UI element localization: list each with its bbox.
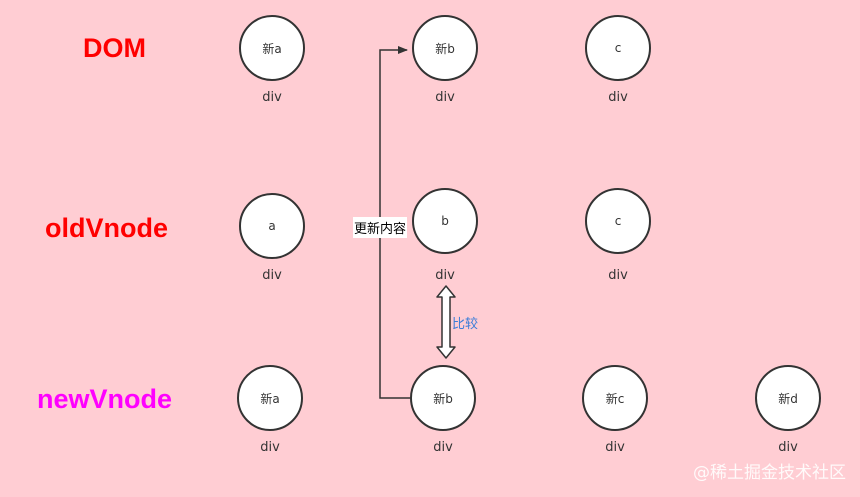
compare-label: 比较 <box>452 317 479 332</box>
old-node-c-tag: div <box>608 268 628 283</box>
new-node-c-tag: div <box>605 440 625 455</box>
node-text: a <box>268 219 276 233</box>
new-node-c: 新c <box>582 365 648 431</box>
node-text: c <box>614 214 622 228</box>
new-node-b-tag: div <box>433 440 453 455</box>
dom-node-c: c <box>585 15 651 81</box>
watermark: @稀土掘金技术社区 <box>693 463 846 483</box>
node-text: c <box>614 41 622 55</box>
new-node-d: 新d <box>755 365 821 431</box>
new-node-a-tag: div <box>260 440 280 455</box>
row-label-dom: DOM <box>83 33 146 63</box>
node-text: 新b <box>433 391 453 406</box>
old-node-a-tag: div <box>262 268 282 283</box>
old-node-c: c <box>585 188 651 254</box>
node-text: 新d <box>778 391 798 406</box>
dom-node-a: 新a <box>239 15 305 81</box>
dom-node-b-tag: div <box>435 90 455 105</box>
node-text: 新a <box>260 391 280 406</box>
dom-node-a-tag: div <box>262 90 282 105</box>
new-node-a: 新a <box>237 365 303 431</box>
old-node-b: b <box>412 188 478 254</box>
row-label-oldvnode: oldVnode <box>45 213 168 243</box>
old-node-b-tag: div <box>435 268 455 283</box>
old-node-a: a <box>239 193 305 259</box>
update-label: 更新内容 <box>353 217 408 238</box>
new-node-d-tag: div <box>778 440 798 455</box>
node-text: b <box>441 214 449 228</box>
node-text: 新b <box>435 41 455 56</box>
dom-node-c-tag: div <box>608 90 628 105</box>
node-text: 新a <box>262 41 282 56</box>
dom-node-b: 新b <box>412 15 478 81</box>
new-node-b: 新b <box>410 365 476 431</box>
node-text: 新c <box>605 391 625 406</box>
compare-double-arrow <box>436 285 456 359</box>
row-label-newvnode: newVnode <box>37 384 173 414</box>
